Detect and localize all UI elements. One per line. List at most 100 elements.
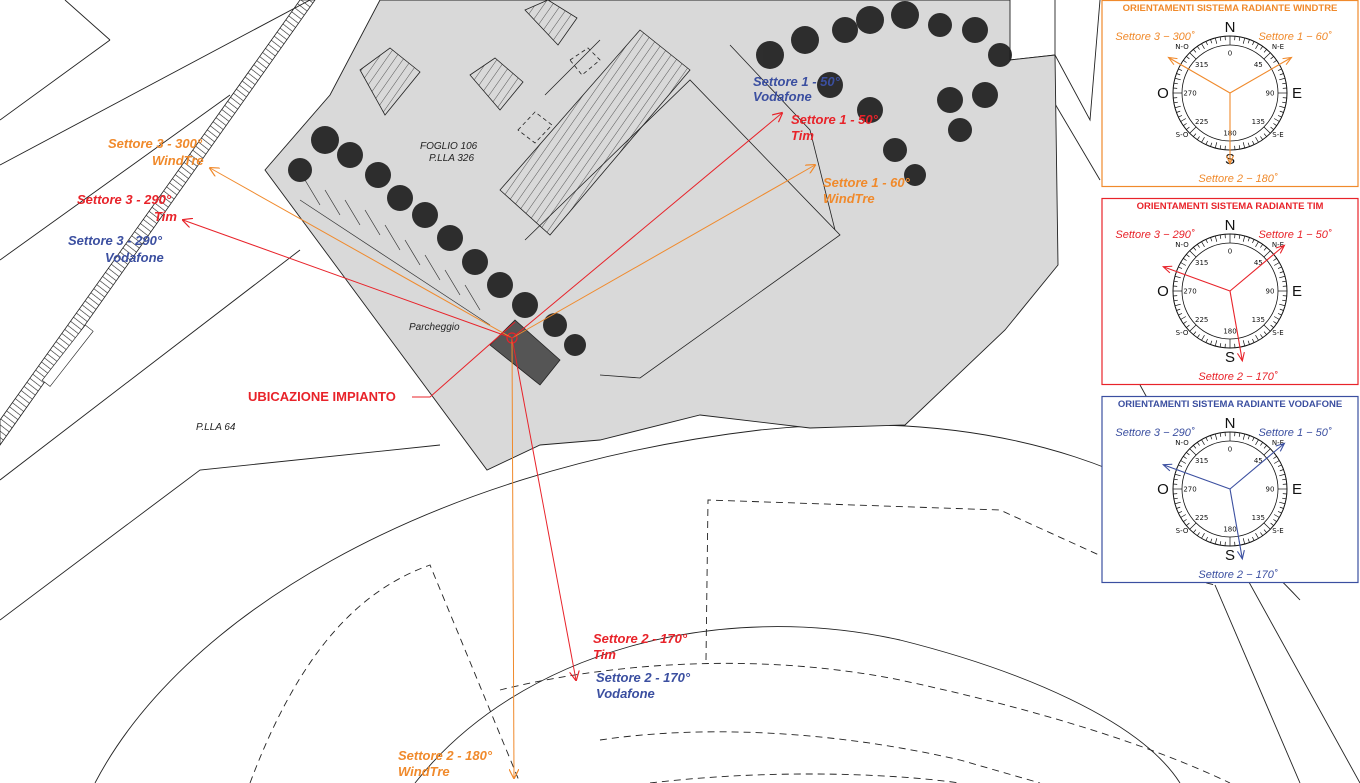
compass-tick [1263, 250, 1271, 258]
compass-tick [1273, 456, 1277, 459]
compass-tick [1210, 538, 1213, 543]
cardinal-e: E [1292, 283, 1302, 300]
ubicazione-leader [412, 321, 516, 398]
degree-label: 315 [1195, 457, 1208, 465]
compass-tick [1260, 244, 1263, 248]
compass-tick [1183, 456, 1187, 459]
box-sector1-label: Settore 1 − 50˚ [1258, 229, 1331, 241]
compass-tick [1279, 73, 1284, 76]
compass-tick [1186, 522, 1190, 526]
s1-vodafone-operator: Vodafone [753, 89, 812, 104]
orientation-box-vodafone: ORIENTAMENTI SISTEMA RADIANTE VODAFONE04… [1101, 395, 1359, 584]
compass-tick [1178, 68, 1183, 71]
ordinal-ne: N-E [1272, 43, 1284, 51]
compass-tick [1273, 316, 1280, 320]
compass-tick [1205, 41, 1208, 46]
compass-tick [1183, 258, 1187, 261]
compass-tick [1178, 266, 1183, 269]
compass-tick [1242, 235, 1246, 242]
compass-tick [1279, 275, 1286, 279]
s3-vodafone-operator: Vodafone [105, 250, 164, 265]
s3-tim-operator: Tim [154, 209, 177, 224]
compass-tick [1193, 529, 1197, 533]
compass-tick [1174, 473, 1181, 477]
degree-label: 225 [1195, 514, 1208, 522]
compass-tick [1277, 266, 1282, 269]
compass-tick [1279, 506, 1284, 509]
s3-windtre-label: Settore 3 - 300° [108, 136, 203, 151]
ordinal-se: S-E [1272, 527, 1283, 535]
s3-windtre-line [210, 168, 513, 339]
compass-tick [1260, 136, 1263, 140]
compass-tick [1178, 511, 1183, 514]
compass-tick [1197, 244, 1200, 248]
compass-tick [1201, 532, 1205, 539]
box-sector2-label: Settore 2 − 170˚ [1198, 371, 1278, 383]
compass-tick [1247, 39, 1250, 44]
parcheggio-label: Parcheggio [409, 322, 460, 333]
compass-tick [1263, 331, 1267, 335]
compass-tick [1260, 46, 1263, 50]
degree-label: 270 [1183, 90, 1196, 98]
degree-label: 315 [1195, 259, 1208, 267]
azimuth-arrow-2 [1236, 352, 1245, 363]
compass-tick [1178, 464, 1183, 467]
buildings [359, 0, 841, 379]
degree-label: 225 [1195, 316, 1208, 324]
compass-tick [1180, 460, 1187, 464]
degree-label: 90 [1266, 90, 1275, 98]
foglio-label: FOGLIO 106 [420, 141, 478, 152]
compass-tick [1219, 145, 1222, 150]
orientation-boxes: ORIENTAMENTI SISTEMA RADIANTE WINDTRE045… [1101, 0, 1359, 584]
compass-tick [1210, 142, 1213, 147]
compass-tick [1273, 519, 1277, 522]
compass-tick [1219, 432, 1222, 437]
compass-tick [1174, 275, 1181, 279]
cardinal-s: S [1225, 547, 1235, 564]
s2-windtre-label: Settore 2 - 180° [398, 748, 493, 763]
degree-label: 315 [1195, 61, 1208, 69]
compass-tick [1214, 37, 1218, 44]
compass-tick [1210, 435, 1213, 440]
compass-tick [1260, 532, 1263, 536]
compass-tick [1273, 460, 1280, 464]
compass-tick [1282, 299, 1287, 302]
compass-tick [1186, 56, 1190, 60]
compass-tick [1219, 343, 1222, 348]
compass-tick [1252, 41, 1255, 46]
compass-tick [1238, 432, 1241, 437]
cardinal-o: O [1157, 85, 1169, 102]
compass-tick [1197, 532, 1200, 536]
compass-tick [1183, 519, 1187, 522]
compass-tick [1252, 239, 1255, 244]
compass-tick [1282, 497, 1287, 500]
compass-tick [1173, 82, 1178, 85]
compass-tick [1260, 442, 1263, 446]
compass-tick [1279, 308, 1284, 311]
compass-tick [1279, 303, 1286, 307]
azimuth-arrow-1 [1282, 56, 1293, 66]
cardinal-o: O [1157, 283, 1169, 300]
azimuth-arrow-3 [1161, 265, 1173, 274]
s1-tim-operator: Tim [791, 128, 814, 143]
compass-tick [1273, 514, 1280, 518]
ordinal-no: N-O [1175, 241, 1189, 249]
plla-64-label: P.LLA 64 [196, 422, 236, 433]
compass-tick [1214, 142, 1218, 149]
compass-tick [1242, 340, 1246, 347]
compass-tick [1247, 538, 1250, 543]
compass-tick [1270, 522, 1274, 526]
compass-tick [1282, 280, 1287, 283]
cardinal-n: N [1225, 415, 1236, 432]
box-sector1-label: Settore 1 − 60˚ [1258, 31, 1331, 43]
compass-tick [1180, 118, 1187, 122]
azimuth-arrow-1 [1275, 244, 1286, 254]
compass-tick [1279, 105, 1286, 109]
ordinal-so: S-O [1176, 329, 1189, 337]
s2-tim-label: Settore 2 - 170° [593, 631, 688, 646]
degree-label: 90 [1266, 486, 1275, 494]
compass-tick [1277, 313, 1282, 316]
compass-tick [1205, 536, 1208, 541]
compass-tick [1255, 439, 1259, 446]
compass-tick [1210, 237, 1213, 242]
